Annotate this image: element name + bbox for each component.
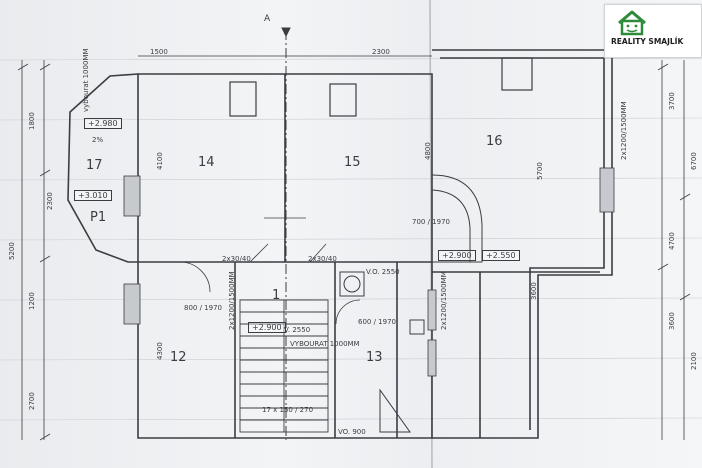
- dim-left-a: 1800: [28, 112, 36, 130]
- room-number-14: 14: [198, 155, 215, 170]
- room-number-12: 12: [170, 350, 187, 365]
- level-2550: +2.550: [482, 250, 520, 261]
- dim-right-a: 3700: [668, 92, 676, 110]
- note-door-600: 600 / 1970: [358, 318, 396, 326]
- level-2980: +2.980: [84, 118, 122, 129]
- dim-right-d: 3600: [668, 312, 676, 330]
- room-number-17: 17: [86, 158, 103, 173]
- dim-top-mid: 2300: [372, 48, 390, 56]
- door-swings: [179, 243, 361, 325]
- note-stair: 17 x 150 / 270: [262, 406, 314, 414]
- dim-stairs-a: 2x30/40: [222, 255, 251, 263]
- note-vybourat-small: VYBOURAT 1000MM: [290, 340, 360, 348]
- dim-left-d: 2700: [28, 392, 36, 410]
- section-axis: [281, 27, 291, 440]
- dim-left-b: 5200: [8, 242, 16, 260]
- dim-mid-b: 4800: [424, 142, 432, 160]
- dimension-lines: [17, 55, 691, 441]
- dim-right-c: 4700: [668, 232, 676, 250]
- level-2900-hall: +2.900: [438, 250, 476, 261]
- note-slope: 2%: [92, 136, 104, 144]
- room-number-16: 16: [486, 134, 503, 149]
- note-window-stair: 2x1200/1500MM: [228, 271, 236, 330]
- room-number-13: 13: [366, 350, 383, 365]
- paper-grid: [0, 57, 702, 421]
- bay-window-wall: [67, 73, 139, 263]
- walls: [67, 49, 613, 439]
- section-marker-a: A: [264, 14, 271, 24]
- note-door-700: 700 / 1970: [412, 218, 450, 226]
- dim-left-e: 2300: [46, 192, 54, 210]
- logo-text: REALITY SMAJLÍK: [611, 37, 684, 46]
- level-vo2550: V.O. 2550: [366, 268, 400, 276]
- note-door-800: 800 / 1970: [184, 304, 222, 312]
- windows: [123, 167, 615, 377]
- dim-mid-c: 4300: [156, 342, 164, 360]
- room-label-p1: P1: [90, 210, 107, 225]
- dim-right-b: 6700: [690, 152, 698, 170]
- outer-wall-right-wing: [432, 49, 613, 439]
- dim-left-c: 1200: [28, 292, 36, 310]
- level-v2550: V. 2550: [284, 326, 311, 334]
- room-number-1: 1: [272, 288, 281, 303]
- dim-mid-d: 5700: [536, 162, 544, 180]
- dim-right-e: 2100: [690, 352, 698, 370]
- inner-wall-right-wing: [440, 57, 605, 430]
- room-number-15: 15: [344, 155, 361, 170]
- fixtures: [339, 271, 425, 433]
- level-vo900: VO. 900: [338, 428, 366, 436]
- dim-stairs-b: 2x30/40: [308, 255, 337, 263]
- dim-mid-a: 4100: [156, 152, 164, 170]
- note-window-16: 2x1200/1500MM: [620, 101, 628, 160]
- reality-smajlik-logo: REALITY SMAJLÍK: [604, 4, 702, 58]
- staircase: [239, 299, 329, 433]
- house-smile-icon: [618, 10, 646, 36]
- spiral-stair: [431, 174, 483, 263]
- dim-mid-e: 3600: [530, 282, 538, 300]
- note-vybourat: vybourat 1000MM: [82, 48, 90, 112]
- level-2900-stair: +2.900: [248, 322, 286, 333]
- dim-top-left: 1500: [150, 48, 168, 56]
- skylights: [229, 57, 533, 117]
- level-3010: +3.010: [74, 190, 112, 201]
- note-window-lower: 2x1200/1500MM: [440, 271, 448, 330]
